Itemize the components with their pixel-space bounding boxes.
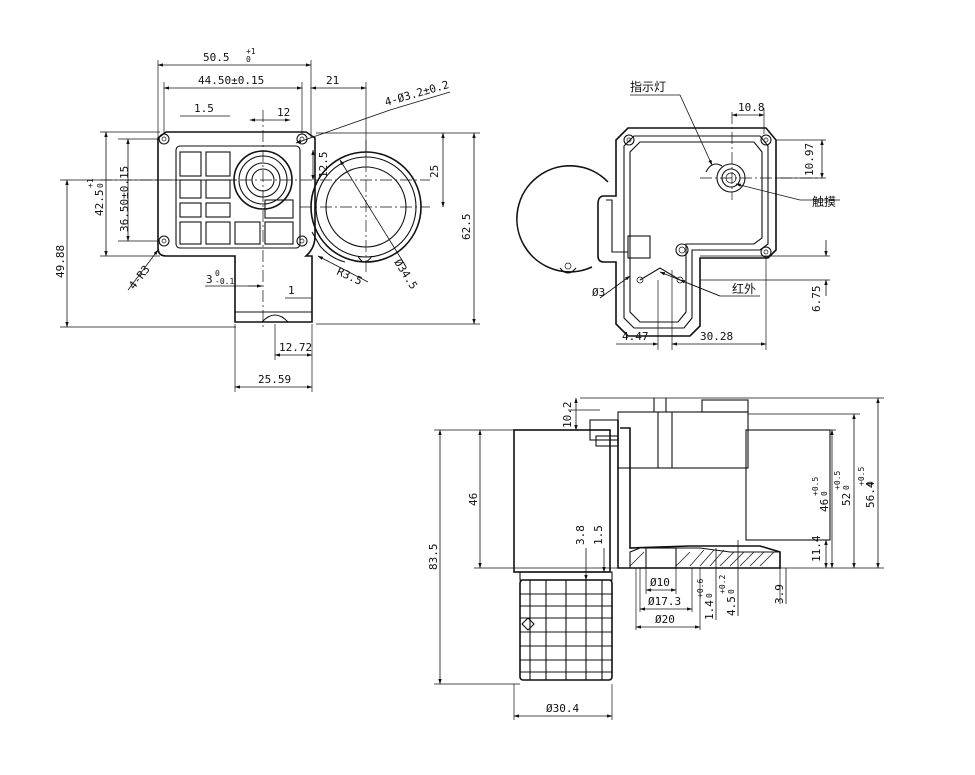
side-view-pcb-block [617,411,749,469]
dim-42-5-tol-lower: 0 [96,183,105,188]
dim-3-8: 3.8 [574,525,587,545]
dim-3-tol-upper: 0 [215,269,220,278]
dim-3: 3 [206,273,213,286]
top-view-ribs [179,151,294,245]
back-view-holes [623,134,772,258]
motor-tab [357,255,373,263]
label-indicator: 指示灯 [630,79,666,94]
label-touch: 触摸 [812,195,836,209]
dim-1-4-tol-lower: 0 [705,593,714,598]
leader-dia-34-5 [339,159,406,266]
dim-1-4-tol-upper: +0.6 [696,579,705,598]
dim-11-4: 11.4 [810,535,823,562]
dim-46b: 46 [818,499,831,512]
dim-46b-tol-upper: +0.5 [811,477,820,496]
dim-42-5: 42.5 [93,190,106,217]
dim-radius-3-5: R3.5 [335,265,365,288]
motor-joint-curve [311,231,346,263]
dim-52: 52 [840,493,853,506]
side-view-motor-can [513,429,611,573]
leader-dia-3 [599,275,631,299]
dim-1-5: 1.5 [194,102,214,115]
dim-width-total-tol-lower: 0 [246,55,251,64]
dim-36-5: 36.50±0.15 [118,166,131,232]
dim-30-28: 30.28 [700,330,733,343]
back-view-housing-rim [629,141,763,323]
side-view-hatch [629,549,775,567]
dim-12-72: 12.72 [279,341,312,354]
back-view-housing-inner [623,135,769,329]
dim-corner-r: 4-R3 [126,263,153,292]
side-view: 10.2 46 83.5 3.8 1.5 Ø10 Ø17.3 Ø20 1.4 +… [427,397,884,720]
dim-1: 1 [288,284,295,297]
dim-dia-17-3: Ø17.3 [648,595,681,608]
dim-25-59: 25.59 [258,373,291,386]
dim-83-5: 83.5 [427,544,440,571]
dim-1-4: 1.4 [703,600,716,620]
dim-25: 25 [428,165,441,178]
back-view: 指示灯 10.8 10.97 触摸 Ø3 红外 6.75 4.47 30.28 [516,79,840,350]
back-view-housing-outline [597,127,777,337]
dim-dia-30-4: Ø30.4 [546,702,579,715]
leader-indicator [679,94,713,166]
side-view-output-hub [629,547,781,569]
dim-width-total-tol-upper: +1 [246,47,256,56]
top-view-base-notch [261,314,289,323]
back-view-wire [606,199,628,253]
dim-10-2: 10.2 [561,402,574,429]
top-view-body-outline [157,131,316,323]
ir-sensor [639,267,681,281]
dim-3-9: 3.9 [773,584,786,604]
leader-holes-ext [389,91,451,111]
back-view-motor-tab [559,267,577,274]
dim-4-47: 4.47 [622,330,649,343]
dim-12: 12 [277,106,290,119]
dim-4-5-tol-upper: +0.2 [718,575,727,594]
dim-4-5: 4.5 [725,596,738,616]
label-infrared: 红外 [732,281,756,296]
leader-holes [295,109,391,144]
dim-dia-34-5: Ø34.5 [391,257,420,292]
dim-10-8: 10.8 [738,101,765,114]
dim-dia-3: Ø3 [592,286,605,299]
dim-12-5: 12.5 [317,152,330,179]
back-view-connector [627,235,651,259]
dim-56-4-tol-lower: 0 [866,481,875,486]
dim-42-5-tol-upper: +1 [86,178,95,188]
dim-hole-span: 44.50±0.15 [198,74,264,87]
indicator-led [705,163,723,173]
dim-width-total: 50.5 [203,51,230,64]
side-view-extension-lines [434,397,884,720]
dim-6-75: 6.75 [810,286,823,313]
back-view-motor-circle [516,165,609,273]
dim-46: 46 [467,493,480,506]
top-view: 50.5 +1 0 44.50±0.15 21 1.5 12 4-Ø3.2±0.… [54,47,480,392]
leader-radius-3-5 [317,255,369,283]
dim-offset-21: 21 [326,74,339,87]
dim-3-tol-lower: -0.1 [215,277,234,286]
dim-4-5-tol-lower: 0 [727,589,736,594]
dim-52-tol-lower: 0 [842,485,851,490]
leader-touch [735,183,801,201]
dim-holes: 4-Ø3.2±0.2 [383,78,450,109]
side-view-gearbox [519,579,613,681]
dim-46b-tol-lower: 0 [820,491,829,496]
dim-52-tol-upper: +0.5 [833,471,842,490]
dim-49-88: 49.88 [54,245,67,278]
top-view-inner-frame [175,145,301,249]
dim-dia-10: Ø10 [650,576,670,589]
leader-corner-r [127,249,159,291]
dim-1-5b: 1.5 [592,525,605,545]
side-view-housing [617,420,781,569]
dim-dia-20: Ø20 [655,613,675,626]
dim-62-5: 62.5 [460,214,473,241]
dim-56-4-tol-upper: +0.5 [857,467,866,486]
dim-56-4: 56.4 [864,481,877,508]
dim-10-97: 10.97 [803,143,816,176]
